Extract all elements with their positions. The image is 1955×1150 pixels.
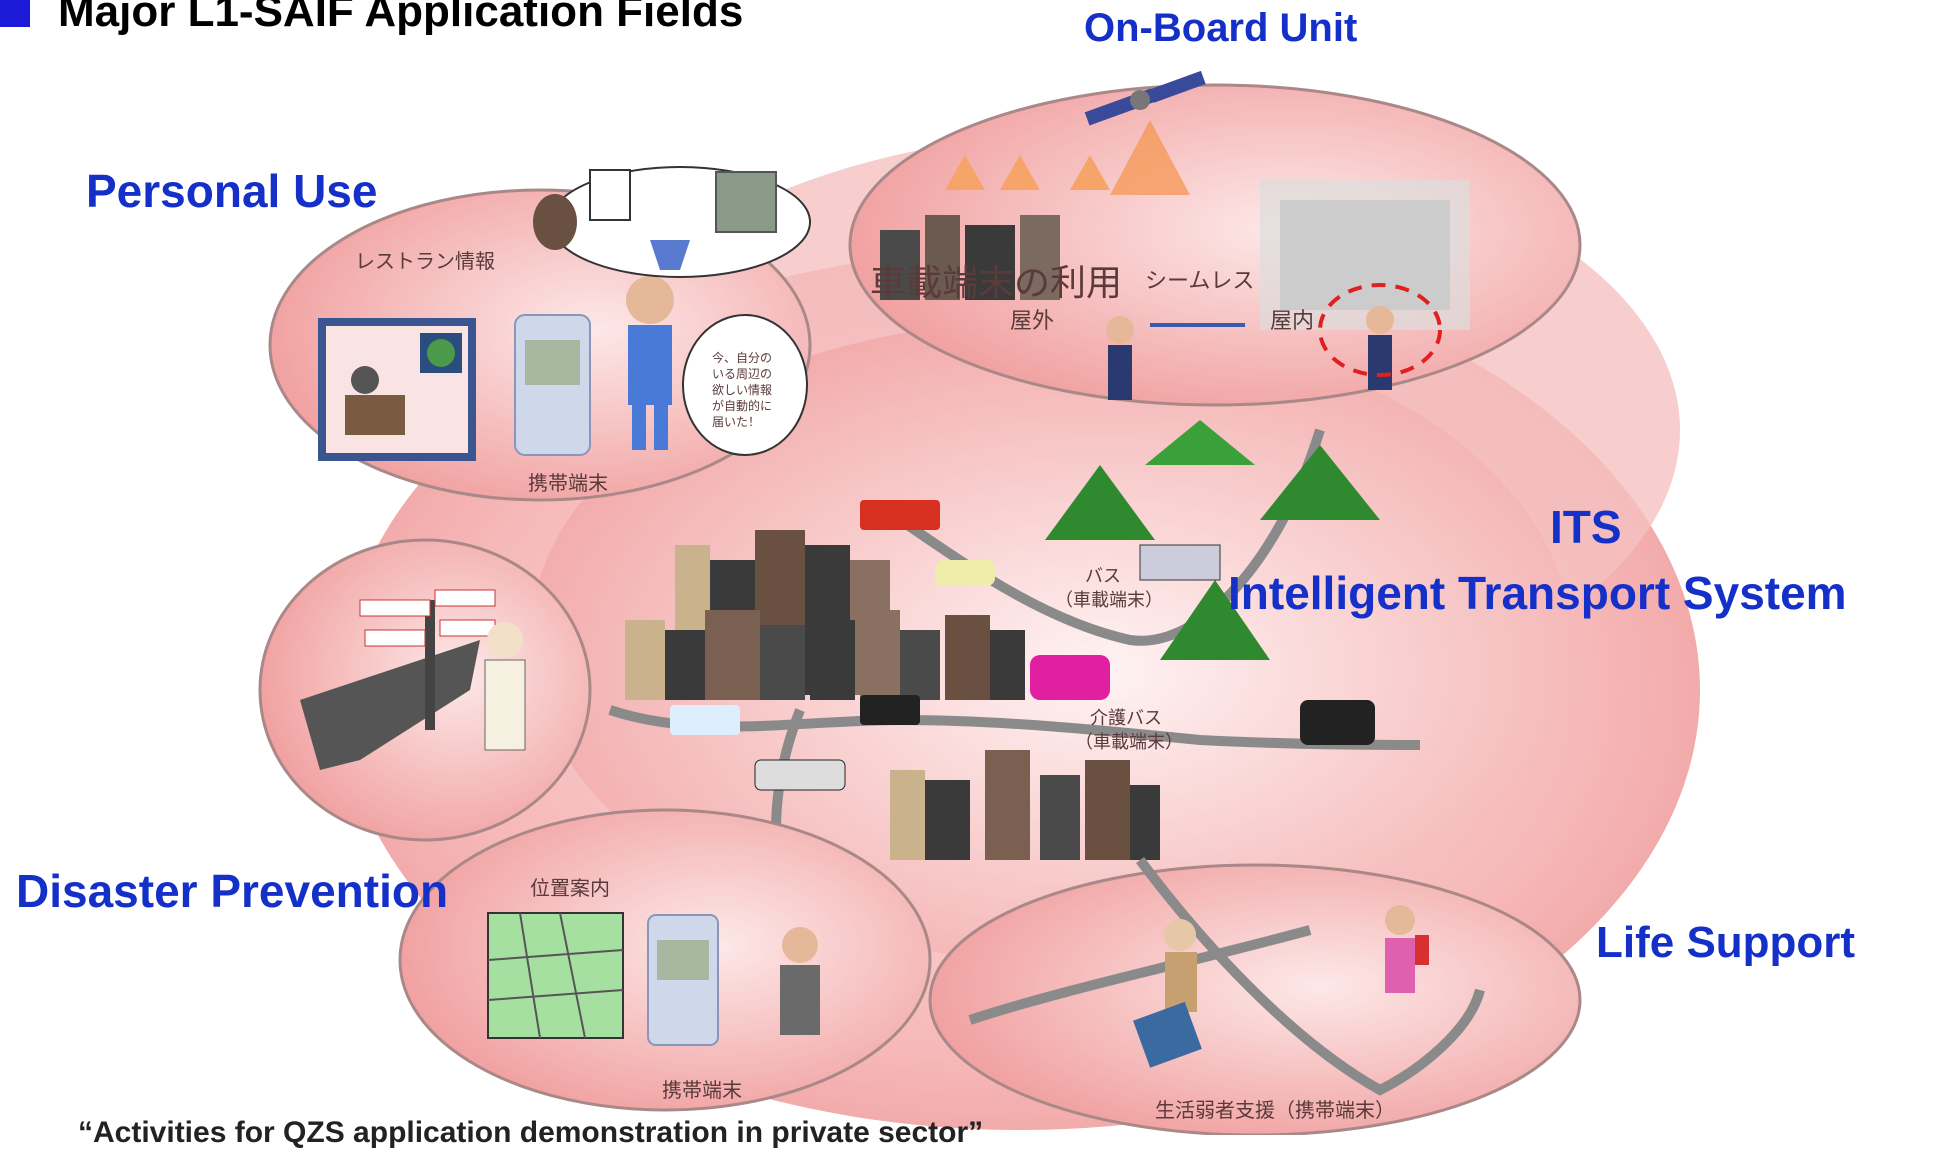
vehicle-icons: [670, 500, 1375, 791]
its-abbr-label: ITS: [1550, 501, 1622, 553]
mobile-terminal-label: 携帯端末: [528, 471, 608, 495]
personal-use-label: Personal Use: [86, 165, 378, 217]
care-bus-label: 介護バス: [1090, 708, 1162, 729]
signpost-region: [258, 538, 592, 842]
vulnerable-support-label: 生活弱者支援（携帯端末）: [1155, 1098, 1395, 1122]
svg-text:欲しい情報: 欲しい情報: [712, 383, 772, 397]
city-illustration: バス （車載端末） 介護バス （車載端末）: [608, 420, 1421, 871]
bus-label: バス: [1085, 566, 1121, 587]
indoor-label: 屋内: [1270, 309, 1314, 334]
svg-text:今、自分の: 今、自分の: [712, 350, 772, 365]
vehicle-terminal-use-label: 車載端末の利用: [870, 263, 1122, 304]
mobile-terminal-label-2: 携帯端末: [662, 1078, 742, 1102]
on-board-unit-region: 車載端末の利用 シームレス 屋外 屋内: [848, 70, 1582, 407]
life-support-label: Life Support: [1596, 918, 1856, 967]
life-support-region: 生活弱者支援（携帯端末）: [928, 856, 1582, 1137]
disaster-prevention-label: Disaster Prevention: [16, 865, 449, 917]
seamless-label: シームレス: [1145, 269, 1254, 294]
svg-text:いる周辺の: いる周辺の: [712, 367, 772, 381]
bus-terminal-label: （車載端末）: [1055, 590, 1163, 611]
speech-bubble-text: 今、自分の いる周辺の 欲しい情報 が自動的に 届いた！: [712, 350, 772, 429]
page-title: Major L1-SAIF Application Fields: [58, 0, 744, 36]
location-guide-label: 位置案内: [530, 876, 610, 900]
title-bullet-icon: [0, 0, 30, 27]
svg-text:届いた！: 届いた！: [712, 415, 760, 429]
satellite-icon: [1084, 70, 1206, 126]
care-bus-terminal-label: （車載端末）: [1075, 732, 1183, 753]
its-full-label: Intelligent Transport System: [1228, 567, 1847, 619]
on-board-unit-label: On-Board Unit: [1084, 6, 1358, 50]
disaster-prevention-region: 位置案内 携帯端末: [398, 808, 932, 1112]
personal-use-region: レストラン情報 携帯端末 今、自分の いる周辺の 欲しい情報 が自動的に 届いた…: [268, 166, 812, 502]
restaurant-info-label: レストラン情報: [355, 249, 495, 273]
svg-text:が自動的に: が自動的に: [712, 398, 772, 413]
title-row: Major L1-SAIF Application Fields: [0, 0, 743, 40]
footnote: “Activities for QZS application demonstr…: [78, 1116, 984, 1149]
outdoor-label: 屋外: [1010, 309, 1054, 334]
